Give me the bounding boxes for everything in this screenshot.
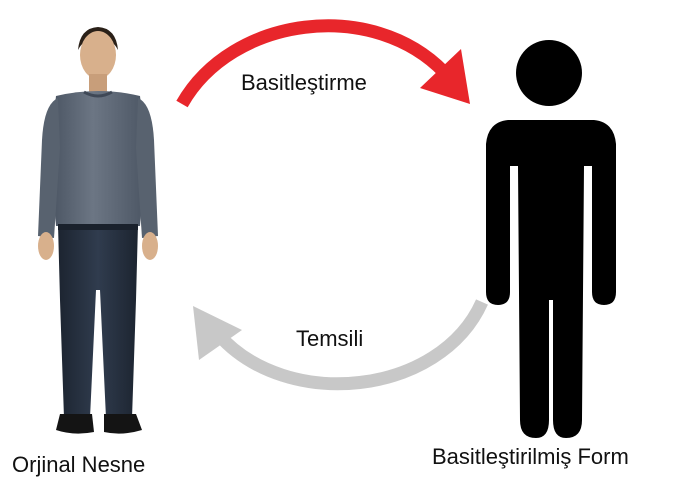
original-person-figure bbox=[38, 27, 158, 434]
label-representation: Temsili bbox=[296, 328, 363, 350]
simplified-figure-body bbox=[486, 120, 616, 438]
simplified-figure-head bbox=[516, 40, 582, 106]
label-simplification: Basitleştirme bbox=[241, 72, 367, 94]
simplified-figure bbox=[486, 40, 616, 438]
caption-original-object: Orjinal Nesne bbox=[12, 454, 145, 476]
caption-simplified-form: Basitleştirilmiş Form bbox=[432, 446, 629, 468]
